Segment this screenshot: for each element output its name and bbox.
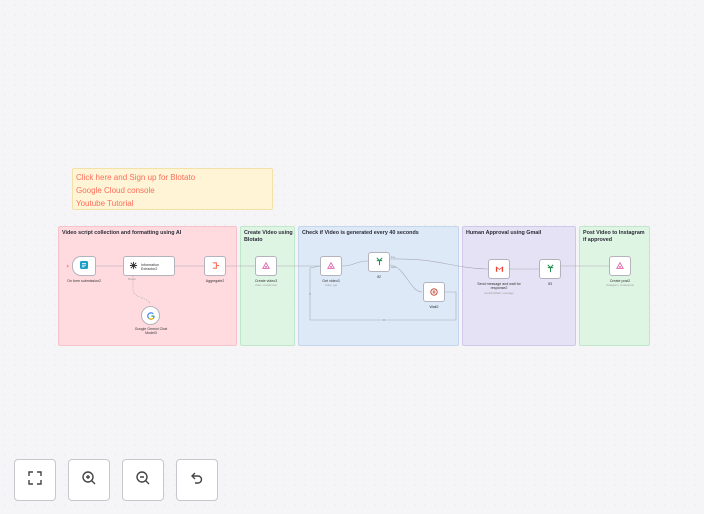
blotato-signup-link[interactable]: Click here and Sign up for Blotato: [76, 173, 196, 182]
node-wait[interactable]: [423, 282, 445, 302]
node-subtitle: video: get: [324, 282, 338, 287]
sticky-human-approval[interactable]: Human Approval using Gmail: [462, 226, 576, 346]
node-aggregate[interactable]: [204, 256, 226, 276]
sticky-title: Human Approval using Gmail: [466, 230, 542, 236]
node-label: Send message and wait for response2: [477, 282, 521, 291]
node-label: Google Gemini Chat Model3: [134, 327, 168, 336]
node-google-gemini[interactable]: [141, 306, 160, 325]
blotato-icon: [326, 257, 336, 275]
node-create-video[interactable]: [255, 256, 277, 276]
node-label: Wait2: [429, 305, 439, 309]
svg-text:true: true: [391, 256, 396, 259]
node-information-extractor[interactable]: Information Extractor2: [123, 256, 175, 276]
node-get-video[interactable]: [320, 256, 342, 276]
if-branch-icon: [546, 260, 555, 278]
gmail-icon: [495, 260, 504, 278]
fit-view-button[interactable]: [14, 459, 56, 501]
node-label: If2: [377, 275, 381, 279]
model-port-label: Model: [128, 277, 136, 281]
wait-pause-icon: [430, 283, 438, 301]
zoom-in-icon: [81, 470, 97, 491]
ai-extractor-icon: [129, 257, 138, 275]
node-label: Create video3: [254, 279, 278, 283]
node-label: If3: [548, 282, 552, 286]
sticky-title: Check if Video is generated every 40 sec…: [302, 230, 419, 236]
google-cloud-console-link[interactable]: Google Cloud console: [76, 186, 155, 195]
zoom-out-button[interactable]: [122, 459, 164, 501]
undo-icon: [189, 470, 205, 491]
node-label: Information Extractor2: [141, 262, 159, 271]
node-label: On form submission2: [67, 279, 101, 283]
blotato-icon: [615, 257, 625, 275]
sticky-title: Post Video to Instagram if approved: [583, 230, 645, 243]
node-if[interactable]: [368, 252, 390, 272]
sticky-video-script[interactable]: Video script collection and formatting u…: [58, 226, 237, 346]
svg-text:false: false: [391, 266, 397, 269]
node-create-post[interactable]: [609, 256, 631, 276]
node-gmail-send-and-wait[interactable]: [488, 259, 510, 279]
node-subtitle: video: create/new: [255, 282, 277, 287]
sticky-note-links[interactable]: Click here and Sign up for Blotato Googl…: [72, 168, 273, 210]
zoom-out-icon: [135, 470, 151, 491]
node-if-approved[interactable]: [539, 259, 561, 279]
fit-view-icon: [27, 470, 43, 491]
sticky-create-video[interactable]: Create Video using Blotato: [240, 226, 295, 346]
node-form-trigger[interactable]: [72, 256, 96, 276]
sticky-title: Video script collection and formatting u…: [62, 230, 182, 236]
google-g-icon: [146, 307, 155, 325]
form-icon: [79, 257, 89, 275]
node-label: Get video3: [322, 279, 340, 283]
undo-button[interactable]: [176, 459, 218, 501]
aggregate-icon: [211, 257, 220, 275]
youtube-tutorial-link[interactable]: Youtube Tutorial: [76, 199, 134, 208]
node-label: Create post2: [609, 279, 631, 283]
sticky-title: Create Video using Blotato: [244, 230, 293, 243]
node-label: Aggregate2: [205, 279, 225, 283]
node-subtitle: instagram: create/post: [606, 282, 634, 287]
if-branch-icon: [375, 253, 384, 271]
zoom-in-button[interactable]: [68, 459, 110, 501]
node-subtitle: sendAndWait: message: [484, 290, 514, 295]
blotato-icon: [261, 257, 271, 275]
sticky-post-video[interactable]: Post Video to Instagram if approved: [579, 226, 650, 346]
